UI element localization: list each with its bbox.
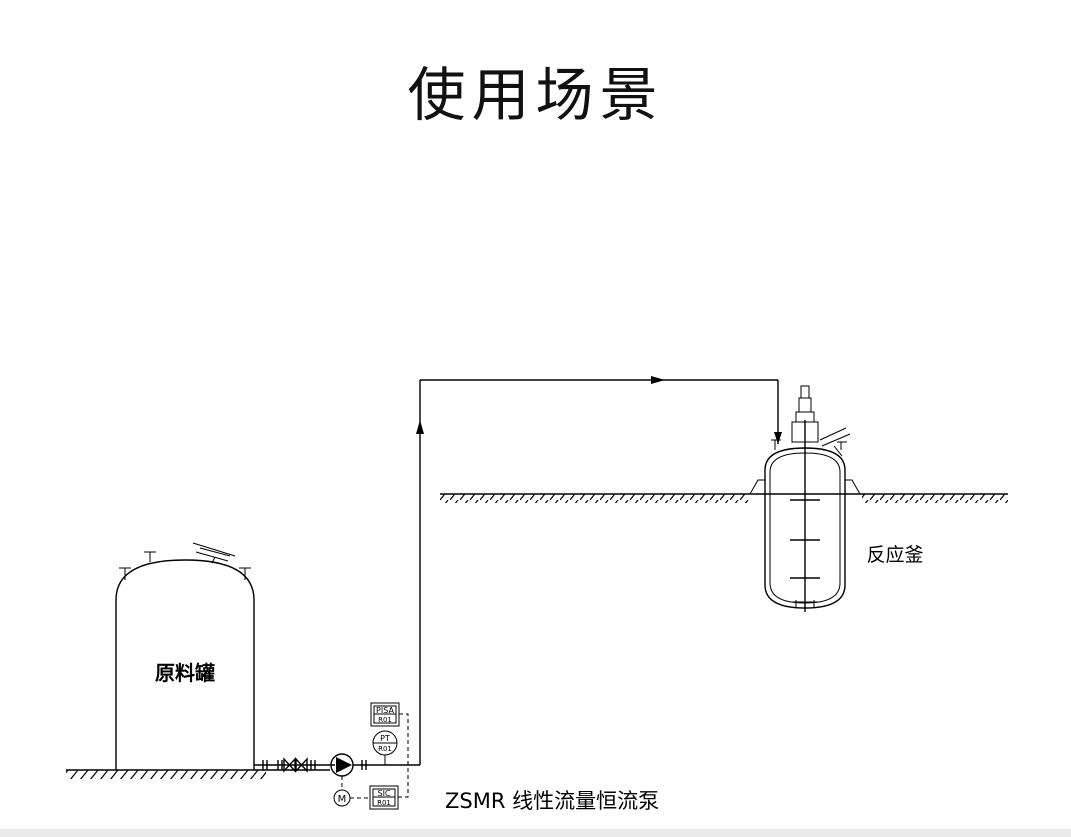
pt-instrument: PT R01	[372, 730, 398, 765]
sic-instrument: SIC R01	[369, 785, 399, 810]
motor-icon: M	[333, 776, 370, 807]
flow-arrow-down-icon	[774, 432, 782, 444]
ground-left	[66, 769, 330, 779]
reactor-label: 反应釜	[866, 544, 923, 566]
ground-right	[440, 493, 1008, 503]
svg-text:SIC: SIC	[377, 789, 390, 798]
suction-pipeline	[254, 757, 335, 773]
svg-text:M: M	[338, 794, 347, 805]
pump-caption: ZSMR 线性流量恒流泵	[445, 789, 659, 813]
svg-text:R01: R01	[377, 799, 391, 807]
svg-text:R01: R01	[378, 745, 392, 753]
pisa-instrument: PISA R01	[370, 702, 400, 727]
reactor-vessel	[749, 385, 861, 612]
page-title: 使用场景	[407, 61, 664, 129]
svg-text:PISA: PISA	[376, 706, 394, 715]
svg-text:PT: PT	[380, 734, 390, 743]
svg-text:R01: R01	[378, 716, 392, 724]
flow-arrow-right-icon	[651, 376, 665, 384]
valve-icon	[283, 757, 296, 773]
flow-arrow-up-icon	[416, 420, 424, 434]
raw-material-tank	[115, 542, 255, 770]
raw-tank-label: 原料罐	[155, 661, 215, 685]
discharge-pipeline	[353, 376, 782, 770]
bottom-strip	[0, 829, 1071, 837]
